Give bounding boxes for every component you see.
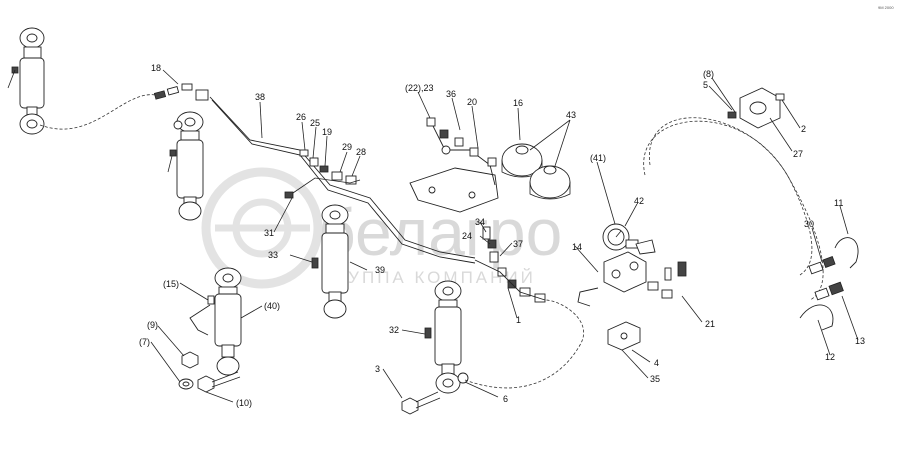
bracket-plate [409, 167, 499, 213]
callout-labels: 18 38 26 25 19 29 28 (22),23 36 20 16 43… [139, 63, 865, 408]
callout-36: 36 [446, 89, 456, 99]
cylinder-lower-left [189, 267, 242, 376]
callout-43: 43 [566, 110, 576, 120]
coupler-30 [808, 256, 836, 275]
pipe-14 [577, 287, 599, 307]
callout-21: 21 [705, 319, 715, 329]
fitting-18 [153, 83, 209, 101]
callout-3: 3 [375, 364, 380, 374]
callout-30: 30 [804, 219, 814, 229]
bolt-10 [197, 371, 241, 393]
callout-24: 24 [462, 231, 472, 241]
callout-12: 12 [825, 352, 835, 362]
callout-37: 37 [513, 239, 523, 249]
corner-code: 9M 2000 [878, 5, 894, 10]
bolt-3 [401, 391, 441, 415]
callout-11: 11 [834, 198, 843, 208]
callout-19: 19 [322, 127, 332, 137]
callout-42: 42 [634, 196, 644, 206]
callout-31: 31 [264, 228, 274, 238]
callout-29: 29 [342, 142, 352, 152]
cylinder-center [311, 204, 349, 319]
watermark-subtitle: ГРУППА КОМПАНИЙ [322, 268, 536, 287]
dust-cap-12 [799, 304, 834, 331]
callout-18: 18 [151, 63, 161, 73]
fittings-center [474, 226, 546, 303]
bracket-4 [607, 321, 641, 351]
cylinder-lower-center [424, 280, 469, 394]
callout-4: 4 [654, 358, 659, 368]
callout-16: 16 [513, 98, 523, 108]
coupler-13 [814, 281, 844, 301]
callout-22-23: (22),23 [405, 83, 434, 93]
hose-18 [39, 94, 161, 130]
pressure-gauge [602, 223, 656, 255]
hose-loop-right [649, 117, 813, 276]
cylinder-upper-middle [167, 111, 204, 221]
dust-cap-11 [834, 237, 859, 269]
washer-7 [178, 378, 194, 390]
callout-5: 5 [703, 80, 708, 90]
flange-27 [727, 87, 785, 129]
callout-15: (15) [163, 279, 179, 289]
callout-8: (8) [703, 69, 714, 79]
cylinder-top-left [7, 27, 45, 135]
callout-6: 6 [503, 394, 508, 404]
leader-lines [150, 69, 859, 403]
callout-39: 39 [375, 265, 385, 275]
callout-33: 33 [268, 250, 278, 260]
callout-13: 13 [855, 336, 865, 346]
callout-28: 28 [356, 147, 366, 157]
callout-1: 1 [516, 315, 521, 325]
callout-26: 26 [296, 112, 306, 122]
callout-40: (40) [264, 301, 280, 311]
hose-lower [464, 299, 584, 389]
valve-block [603, 251, 687, 299]
callout-20: 20 [467, 97, 477, 107]
callout-7: (7) [139, 337, 150, 347]
callout-9: (9) [147, 320, 158, 330]
callout-38: 38 [255, 92, 265, 102]
callout-10: (10) [236, 398, 252, 408]
nut-9 [181, 351, 199, 369]
callout-32: 32 [389, 325, 399, 335]
fittings-upper-center [426, 117, 497, 186]
accumulator-43 [529, 165, 571, 200]
callout-2: 2 [801, 124, 806, 134]
callout-35: 35 [650, 374, 660, 384]
fittings-cluster-top [284, 149, 361, 199]
accumulator-16 [501, 143, 543, 178]
pipe-38 [209, 96, 476, 259]
callout-41: (41) [590, 153, 606, 163]
callout-34: 34 [475, 217, 485, 227]
callout-25: 25 [310, 118, 320, 128]
callout-27: 27 [793, 149, 803, 159]
callout-14: 14 [572, 242, 582, 252]
